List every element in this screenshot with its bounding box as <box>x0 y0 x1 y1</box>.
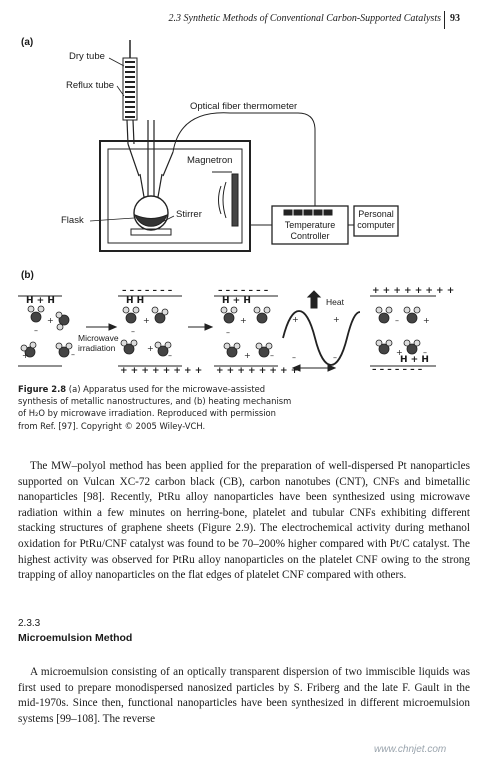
section-title: Microemulsion Method <box>18 632 133 644</box>
svg-text:+: + <box>423 316 430 325</box>
svg-text:–: – <box>71 350 75 359</box>
svg-text:–: – <box>168 351 172 360</box>
label-pointers <box>89 57 175 223</box>
magnetron-shape <box>212 171 239 227</box>
temperature-controller-box <box>250 205 354 245</box>
section-number: 2.3.3 <box>18 618 41 629</box>
flask-label: Flask <box>61 215 84 226</box>
running-header: 2.3 Synthetic Methods of Conventional Ca… <box>0 11 489 29</box>
personal-computer-line-1: Personal <box>358 209 394 219</box>
magnetron-label: Magnetron <box>187 155 233 166</box>
running-title: 2.3 Synthetic Methods of Conventional Ca… <box>168 13 441 24</box>
svg-text:–: – <box>34 326 38 335</box>
hh-label-2: H H <box>126 296 145 306</box>
svg-text:–: – <box>292 353 296 362</box>
temperature-controller-label: Temperature Controller <box>272 220 348 242</box>
plate-lines <box>18 295 436 367</box>
svg-text:–: – <box>226 328 230 337</box>
svg-text:+: + <box>240 316 247 325</box>
panel-b-label: (b) <box>21 270 34 281</box>
microwave-sine-wave <box>282 310 361 366</box>
caption-line-3: of H₂O by microwave irradiation. Reprodu… <box>18 408 276 419</box>
microwave-oven <box>99 140 251 252</box>
svg-text:–: – <box>333 353 337 362</box>
reflux-tube-shape <box>122 40 138 145</box>
svg-text:+: + <box>47 316 54 325</box>
optical-fiber-cable <box>172 112 316 206</box>
hh-label-1: H + H <box>26 296 55 306</box>
dry-tube-label: Dry tube <box>69 51 105 62</box>
charge-signs: +–+– +–+– +–+– ++–– –++– <box>22 315 430 362</box>
svg-text:–: – <box>131 327 135 336</box>
minus-row-2: – – – – – – – <box>218 286 269 296</box>
microwave-irradiation-label: Microwave irradiation <box>78 333 119 353</box>
svg-text:+: + <box>143 316 150 325</box>
personal-computer-line-2: computer <box>357 220 395 230</box>
svg-text:+: + <box>147 344 154 353</box>
temperature-controller-line-2: Controller <box>290 231 330 241</box>
header-divider <box>444 11 445 29</box>
microwave-irradiation-line-1: Microwave <box>78 333 119 343</box>
svg-text:–: – <box>423 348 427 357</box>
flask-shape <box>127 120 174 236</box>
figure-2-8: +–+– +–+– +–+– ++–– –++– <box>18 40 436 372</box>
personal-computer-box <box>353 205 399 237</box>
reflux-tube-label: Reflux tube <box>66 80 115 91</box>
paragraph-mw-polyol: The MW–polyol method has been applied fo… <box>18 460 470 582</box>
plus-row-2: + + + + + + + + <box>216 366 299 376</box>
svg-text:–: – <box>395 316 399 325</box>
microwave-irradiation-line-2: irradiation <box>78 343 116 353</box>
stirrer-label: Stirrer <box>176 209 202 220</box>
svg-text:+: + <box>244 351 251 360</box>
svg-text:+: + <box>22 351 29 360</box>
svg-text:–: – <box>270 351 274 360</box>
caption-line-1: (a) Apparatus used for the microwave-ass… <box>68 384 266 394</box>
svg-text:+: + <box>333 315 340 324</box>
hh-label-4: H + H <box>400 355 429 365</box>
hh-label-3: H + H <box>222 296 251 306</box>
minus-row-1: – – – – – – – <box>122 286 173 296</box>
page-number: 93 <box>450 13 460 24</box>
plus-row-1: + + + + + + + + <box>120 366 203 376</box>
panel-a-label: (a) <box>21 37 34 48</box>
process-arrows <box>86 290 337 372</box>
figure-caption: Figure 2.8 (a) Apparatus used for the mi… <box>18 383 318 432</box>
heat-label: Heat <box>326 297 344 307</box>
temperature-controller-line-1: Temperature <box>284 220 336 230</box>
caption-line-2: synthesis of metallic nanostructures, an… <box>18 396 292 407</box>
caption-label: Figure 2.8 <box>18 384 67 394</box>
svg-text:+: + <box>396 348 403 357</box>
water-molecules <box>20 305 421 358</box>
watermark: www.chnjet.com <box>374 744 447 755</box>
paragraph-microemulsion: A microemulsion consisting of an optical… <box>18 666 470 725</box>
svg-text:+: + <box>292 315 299 324</box>
personal-computer-label: Personal computer <box>354 209 398 231</box>
caption-line-4: from Ref. [97]. Copyright © 2005 Wiley-V… <box>18 420 206 431</box>
minus-row-3: – – – – – – – <box>372 365 423 375</box>
plus-row-3: + + + + + + + + <box>372 286 455 296</box>
optical-fiber-label: Optical fiber thermometer <box>190 101 298 112</box>
